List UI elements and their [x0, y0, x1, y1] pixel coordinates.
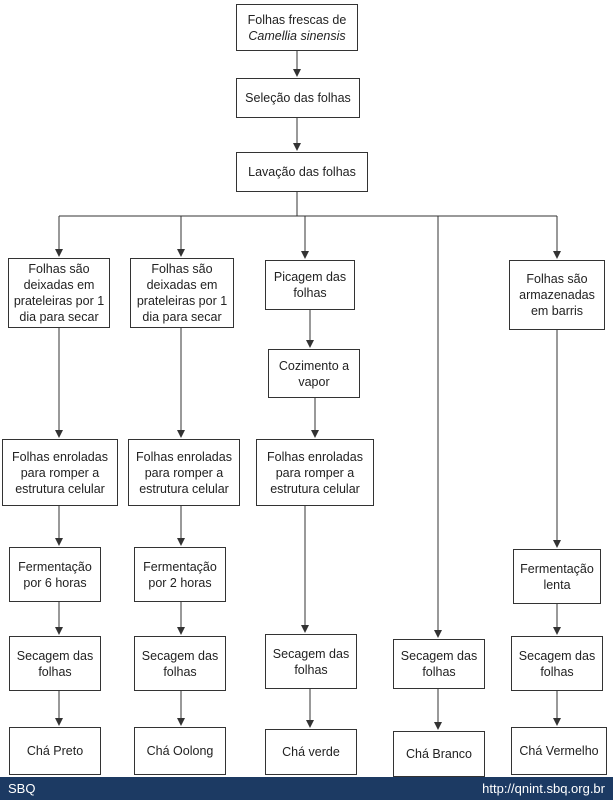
footer-bar: SBQ http://qnint.sbq.org.br — [0, 777, 613, 800]
footer-left-label: SBQ — [8, 781, 36, 796]
node-c4-secagem: Secagem das folhas — [393, 639, 485, 689]
node-cha-oolong: Chá Oolong — [134, 727, 226, 775]
node-cha-preto: Chá Preto — [9, 727, 101, 775]
node-selecao: Seleção das folhas — [236, 78, 360, 118]
node-start: Folhas frescas de Camellia sinensis — [236, 4, 358, 51]
node-cha-verde: Chá verde — [265, 729, 357, 775]
node-c2-enroladas: Folhas enroladas para romper a estrutura… — [128, 439, 240, 506]
node-lavacao: Lavação das folhas — [236, 152, 368, 192]
node-c1-secagem: Secagem das folhas — [9, 636, 101, 691]
node-c5-fermentacao: Fermentação lenta — [513, 549, 601, 604]
node-c5-barris: Folhas são armazenadas em barris — [509, 260, 605, 330]
node-c2-prateleira: Folhas são deixadas em prateleiras por 1… — [130, 258, 234, 328]
node-c3-cozimento: Cozimento a vapor — [268, 349, 360, 398]
node-c2-secagem: Secagem das folhas — [134, 636, 226, 691]
node-c3-secagem: Secagem das folhas — [265, 634, 357, 689]
node-cha-branco: Chá Branco — [393, 731, 485, 777]
node-c1-enroladas: Folhas enroladas para romper a estrutura… — [2, 439, 118, 506]
node-start-line1: Folhas frescas de — [247, 12, 347, 27]
node-c1-prateleira: Folhas são deixadas em prateleiras por 1… — [8, 258, 110, 328]
node-c2-fermentacao: Fermentação por 2 horas — [134, 547, 226, 602]
node-c1-fermentacao: Fermentação por 6 horas — [9, 547, 101, 602]
node-c3-picagem: Picagem das folhas — [265, 260, 355, 310]
node-start-line2: Camellia sinensis — [248, 28, 346, 43]
footer-url: http://qnint.sbq.org.br — [482, 781, 605, 796]
node-cha-vermelho: Chá Vermelho — [511, 727, 607, 775]
node-c5-secagem: Secagem das folhas — [511, 636, 603, 691]
node-c3-enroladas: Folhas enroladas para romper a estrutura… — [256, 439, 374, 506]
